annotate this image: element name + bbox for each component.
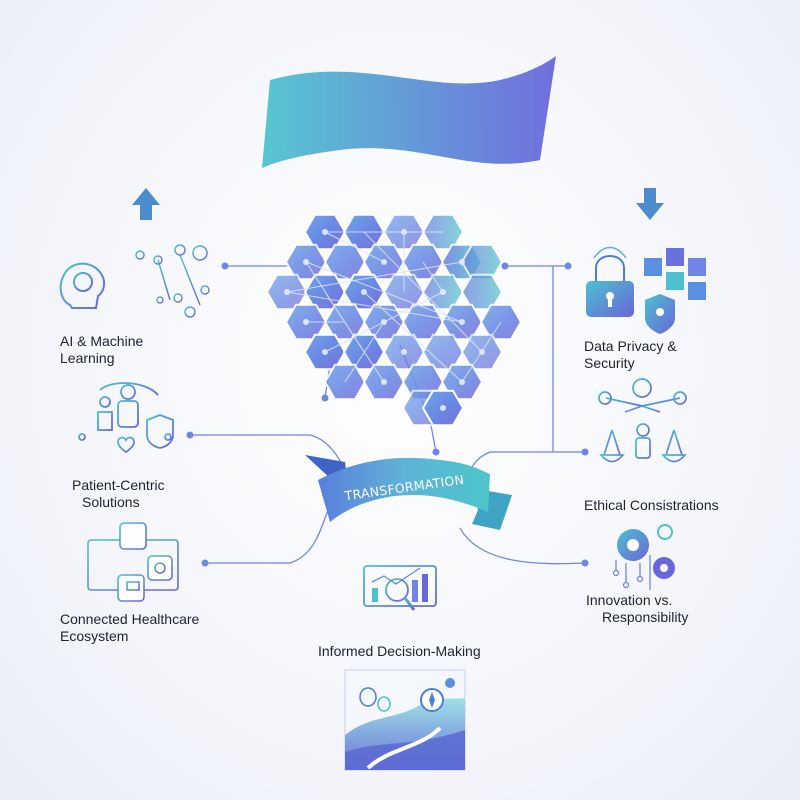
topic-innovation-label: Innovation vs.Responsibility: [586, 592, 689, 625]
network-link: [305, 261, 463, 323]
network-node: [381, 319, 387, 325]
connected-screens-icon: [87, 522, 179, 602]
topic-ethics-label: Ethical Consistrations: [584, 497, 719, 513]
network-node: [440, 289, 446, 295]
network-node: [401, 229, 407, 235]
network-link: [363, 231, 483, 353]
network-node: [479, 349, 485, 355]
network-node: [322, 349, 328, 355]
network-node: [440, 405, 446, 411]
network-link: [286, 291, 463, 323]
network-node: [459, 259, 465, 265]
network-node: [459, 379, 465, 385]
arrow-up-icon: [132, 188, 160, 220]
network-link: [324, 231, 385, 263]
network-node: [303, 259, 309, 265]
arrow-down-icon: [636, 188, 664, 220]
network-link: [363, 291, 463, 383]
network-link: [422, 261, 444, 293]
brain-circuit-icon: [59, 244, 210, 318]
network-link: [324, 291, 385, 383]
topic-decision-label: Informed Decision-Making: [318, 643, 481, 659]
landscape-illustration: [344, 669, 466, 771]
network-node: [381, 259, 387, 265]
neural-network-lines: [284, 229, 502, 411]
transformation-ribbon: TRANSFORMATION: [305, 455, 512, 530]
gears-icon: [612, 524, 675, 590]
network-node: [381, 379, 387, 385]
network-node: [459, 319, 465, 325]
network-node: [401, 349, 407, 355]
padlock-icon: [586, 246, 706, 334]
chart-magnifier-icon: [363, 565, 437, 611]
scales-icon: [598, 378, 687, 475]
network-node: [284, 289, 290, 295]
connector-lines: [190, 265, 586, 565]
network-node: [361, 289, 367, 295]
banner-flag: [262, 56, 556, 168]
network-node: [303, 319, 309, 325]
patient-care-icon: [78, 382, 174, 454]
network-node: [322, 229, 328, 235]
network-link: [286, 261, 463, 293]
topic-privacy-label: Data Privacy &Security: [584, 338, 677, 371]
